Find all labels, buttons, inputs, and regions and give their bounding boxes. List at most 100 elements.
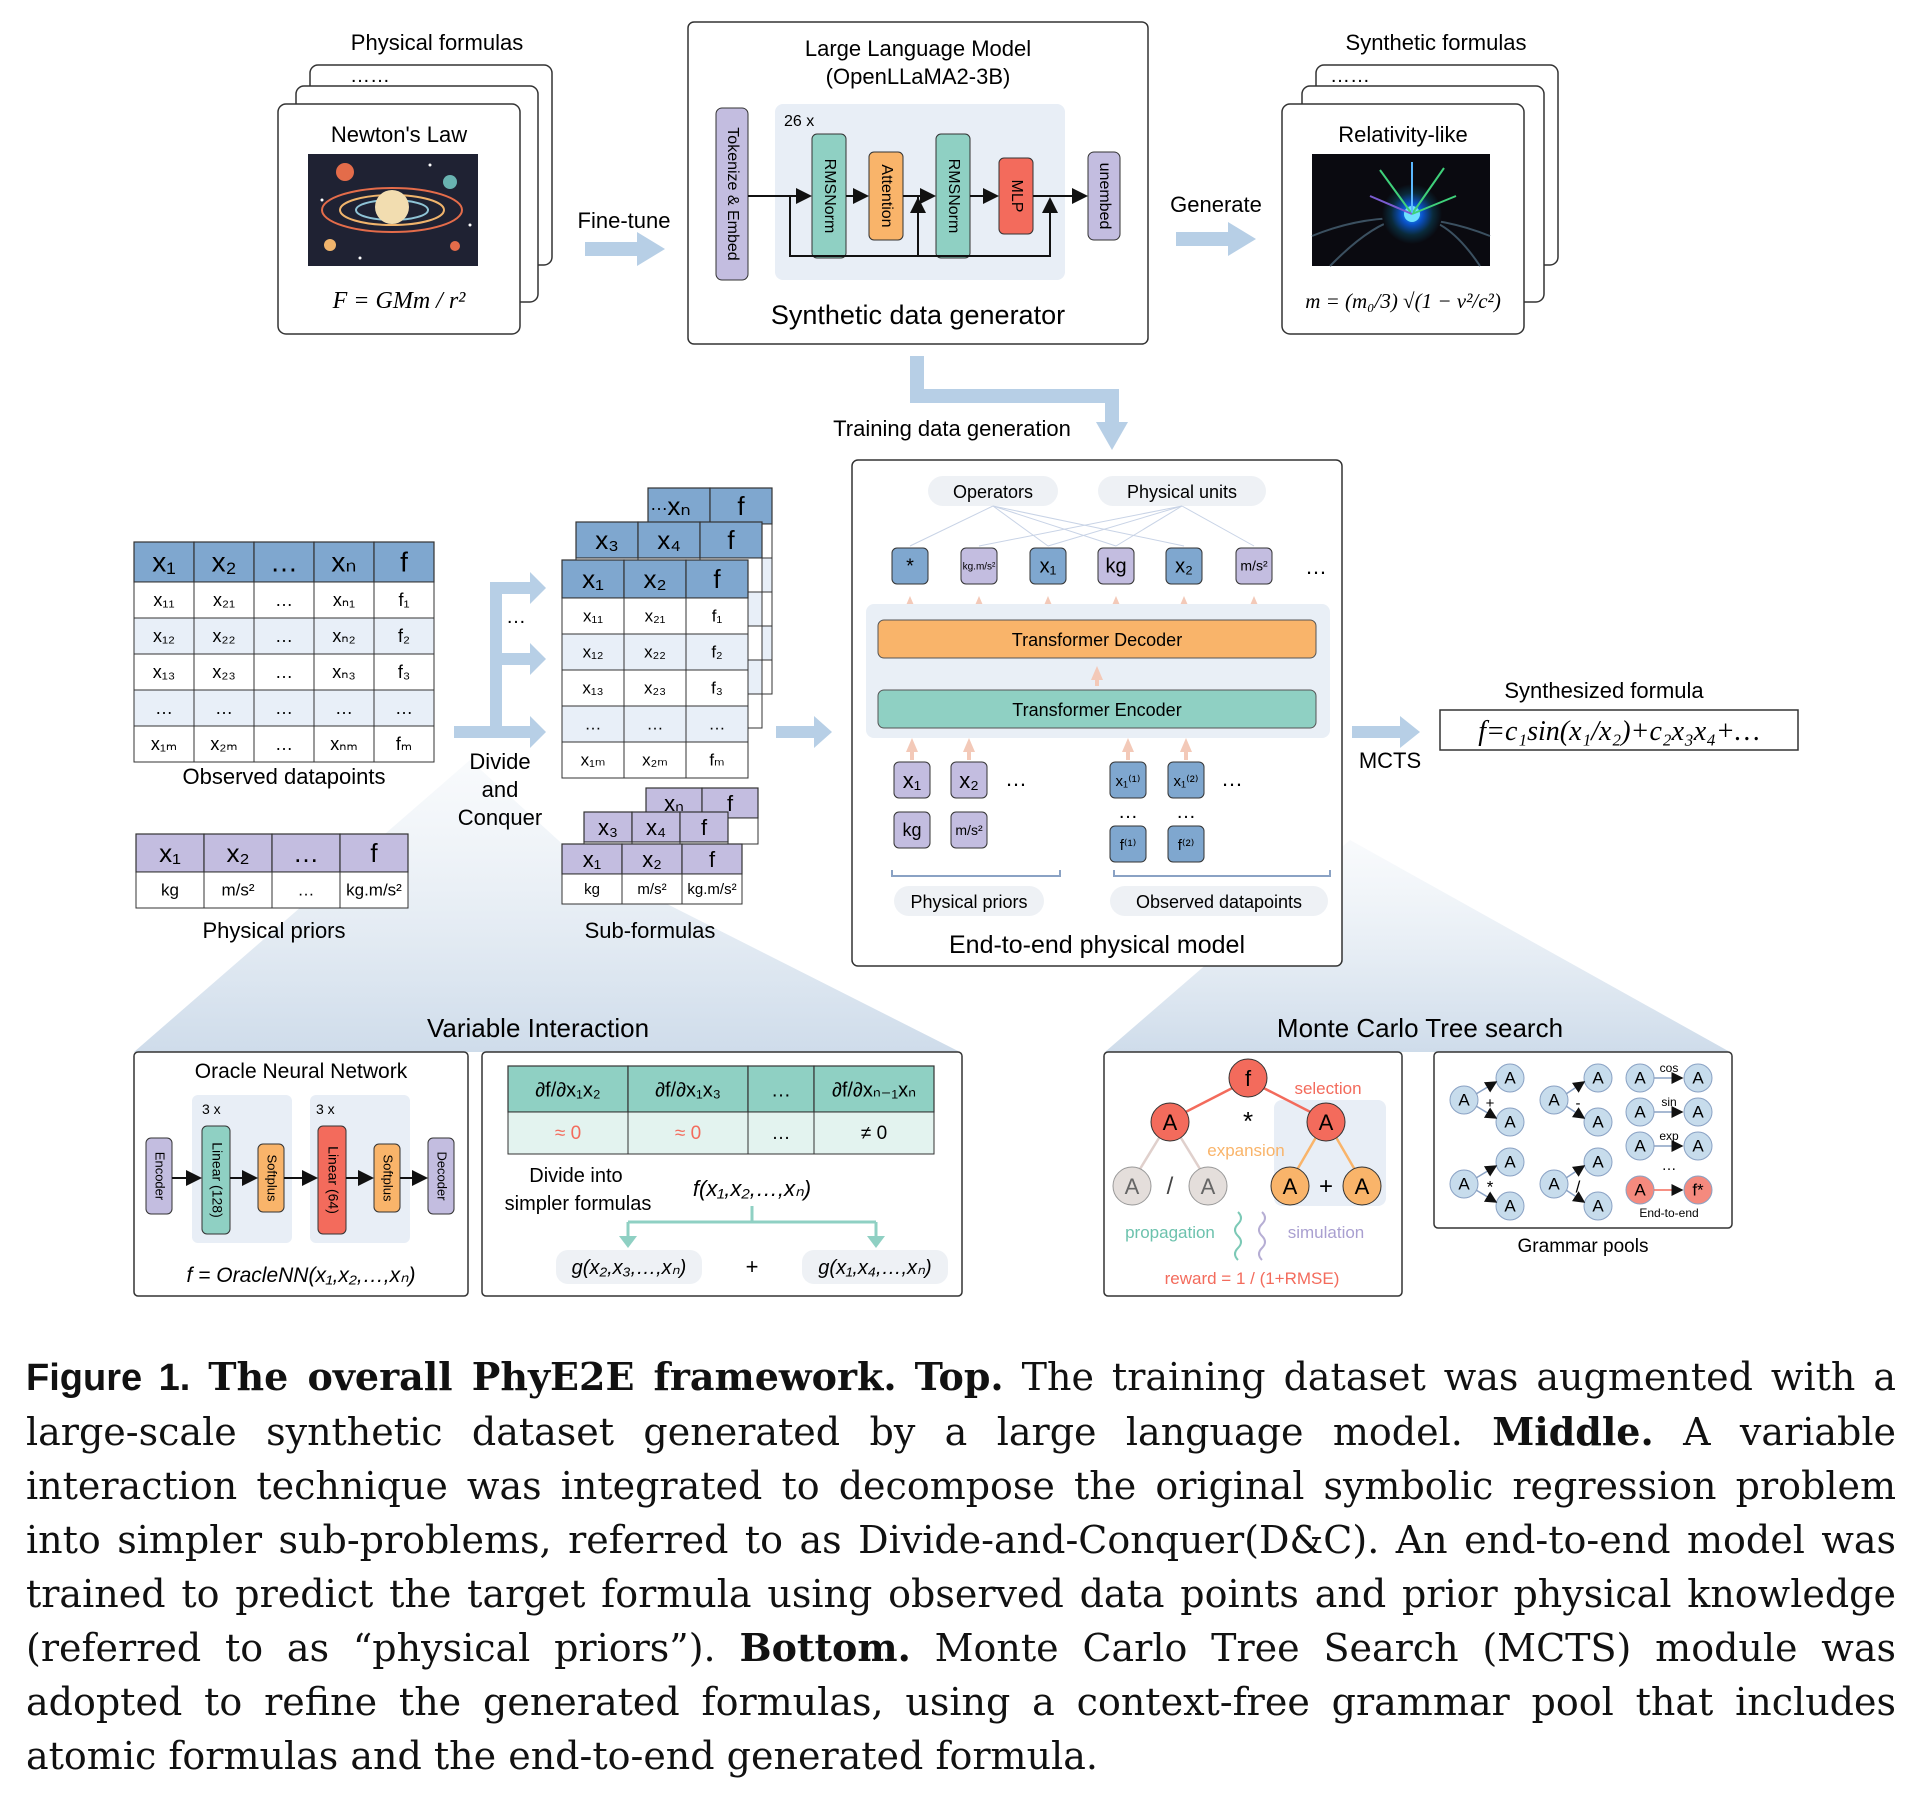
grammar-node-label: A: [1458, 1090, 1470, 1109]
observed-table-cell: [313, 689, 375, 727]
grammar-node: [1449, 1169, 1479, 1199]
sub-priors-mid-header-text: x₄: [646, 815, 666, 840]
obs-f1: f⁽¹⁾: [1120, 837, 1137, 854]
sub-front-cell: [623, 705, 687, 743]
selection-label: selection: [1294, 1079, 1361, 1098]
input-ms2: m/s²: [955, 822, 983, 838]
unembed-label: unembed: [1096, 163, 1113, 230]
observed-table-cell: [373, 617, 435, 655]
input-x1-token: [893, 761, 931, 799]
to-e2e-arrow: [776, 716, 832, 748]
observed-table-cell: [373, 725, 435, 763]
llm-subtitle: (OpenLLaMA2-3B): [826, 64, 1011, 89]
mcts-callout: [1105, 840, 1730, 1052]
priors-table-header-text: f: [370, 838, 378, 868]
rmsnorm-label-1: RMSNorm: [821, 159, 838, 234]
input-ms2-token: [950, 811, 988, 849]
sub-priors-mid-header-cell: [583, 811, 633, 843]
oracle-rep1: 3 x: [202, 1101, 221, 1117]
divide-into-text: Divide into: [529, 1165, 622, 1187]
grammar-node-label: A: [1592, 1196, 1604, 1215]
caption-middle-label: Middle.: [1492, 1409, 1654, 1454]
grammar-node-label: A: [1504, 1068, 1516, 1087]
tree-star-op: *: [1243, 1106, 1253, 1136]
observed-table-cell: [313, 653, 375, 691]
physical-priors-pill: [894, 886, 1044, 916]
fine-tune-arrow: [585, 232, 665, 266]
grammar-node: [1583, 1107, 1613, 1137]
grammar-node-label: A: [1548, 1174, 1560, 1193]
priors-table-cell: [135, 871, 205, 909]
sub-front-cell-text: …: [709, 714, 726, 733]
derivative-table-header-text: ∂f/∂x₁x₃: [655, 1079, 721, 1101]
input-kg-token: [893, 811, 931, 849]
output-token-text: *: [906, 555, 914, 577]
observed-table-cell: [133, 617, 195, 655]
input-x2: x₂: [959, 768, 979, 793]
output-token: [891, 547, 929, 585]
tree-node-left-label: A: [1163, 1110, 1178, 1135]
obs-f2-token: [1167, 825, 1205, 863]
grammar-node-label: A: [1592, 1112, 1604, 1131]
and-word: and: [482, 777, 519, 802]
observed-table-header-cell: [193, 541, 255, 583]
grammar-e2e-node-label: A: [1634, 1180, 1646, 1199]
sub-front-header-text: x₁: [582, 564, 604, 594]
sub-priors-mid-header-cell: [631, 811, 681, 843]
sub-front-cell-text: …: [585, 714, 602, 733]
derivative-table: ∂f/∂x₁x₂∂f/∂x₁x₃…∂f/∂xₙ₋₁xₙ≈ 0≈ 0…≠ 0: [507, 1065, 935, 1155]
oracle-rep2: 3 x: [316, 1101, 335, 1117]
sub-priors-mid-header-cell: [679, 811, 729, 843]
derivative-table-header-cell: [507, 1065, 629, 1113]
generate-arrow: [1176, 222, 1256, 256]
output-token: [1235, 547, 1273, 585]
observed-bracket: [1113, 870, 1331, 877]
observed-table-cell-text: …: [155, 698, 173, 718]
tree-plus-op: +: [1319, 1173, 1333, 1200]
phye2e-framework-diagram: Physical formulas …… Newton's Law F = GM…: [133, 21, 1799, 1297]
divide-ellipsis: …: [506, 606, 526, 628]
tree-leaf-3-label: A: [1283, 1174, 1298, 1199]
observed-table-cell: [373, 581, 435, 619]
space-illustration: [308, 154, 478, 266]
grammar-op: *: [1487, 1177, 1494, 1196]
divide-word: Divide: [469, 749, 530, 774]
sub-front-cell-text: x₁₂: [583, 642, 604, 661]
grammar-node-label: A: [1592, 1068, 1604, 1087]
observed-table-cell-text: x₂₁: [213, 590, 235, 610]
grammar-node: [1683, 1063, 1713, 1093]
transformer-encoder: [877, 689, 1317, 729]
sub-front-cell: [623, 633, 687, 671]
sub-priors-front-cell-text: m/s²: [637, 881, 666, 898]
observed-table-cell-text: f₂: [398, 626, 410, 646]
derivative-table-cell-text: ≠ 0: [861, 1123, 887, 1144]
output-tokens-more: …: [1305, 554, 1327, 579]
sub-front-cell: [685, 633, 749, 671]
newtons-law-title: Newton's Law: [331, 122, 467, 147]
oracle-nn-box: [133, 1051, 469, 1297]
oracle-linear64-label: Linear (64): [325, 1146, 341, 1214]
priors-bracket: [891, 870, 1061, 877]
variable-interaction-callout: [134, 760, 960, 1052]
priors-table-cell: [203, 871, 273, 909]
priors-table-cell-text: kg.m/s²: [346, 880, 402, 899]
grammar-node: [1683, 1097, 1713, 1127]
grammar-node: [1683, 1131, 1713, 1161]
sub-mid-header-text: f: [727, 525, 735, 555]
grammar-op: sin: [1661, 1095, 1676, 1109]
observed-table-cell: [133, 725, 195, 763]
obs-x1a-token: [1109, 761, 1147, 799]
physical-priors-input-label: Physical priors: [910, 892, 1027, 912]
sub-front-cell-text: x₂ₘ: [642, 750, 668, 769]
observed-table-header-cell: [313, 541, 375, 583]
layer-repeat: 26 x: [784, 113, 814, 130]
propagation-label: propagation: [1125, 1223, 1215, 1242]
observed-table-cell-text: xₙ₂: [332, 626, 355, 646]
oracle-linear128-label: Linear (128): [209, 1142, 225, 1218]
sub-front-cell: [685, 597, 749, 635]
tree-node-left: [1150, 1102, 1190, 1142]
caption-middle-text: A variable interaction technique was int…: [26, 1410, 1896, 1670]
sub-front-cell: [623, 669, 687, 707]
llm-connections: [748, 188, 1088, 257]
